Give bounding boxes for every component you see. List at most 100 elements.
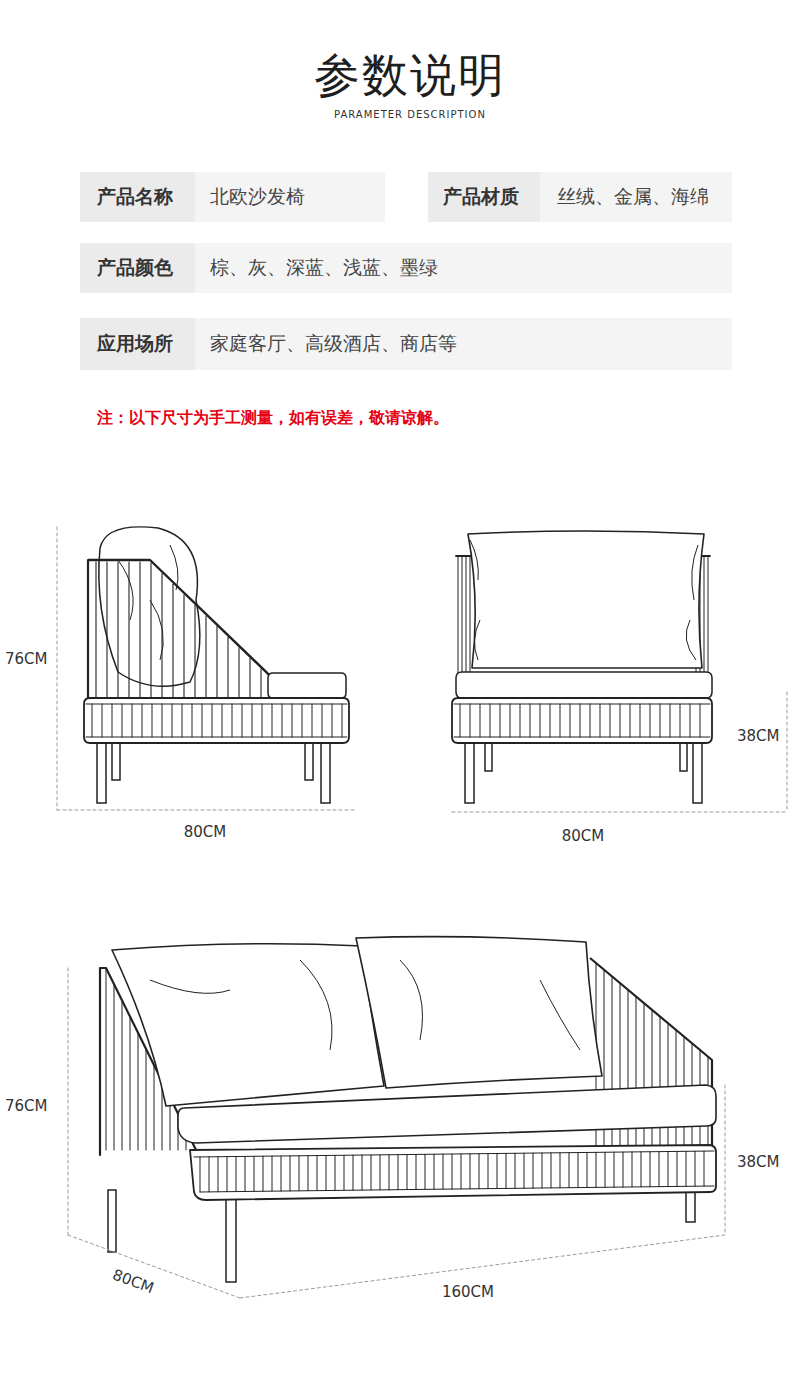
band-slat: [398, 1155, 399, 1190]
band-slat: [142, 704, 143, 737]
table-value: 棕、灰、深蓝、浅蓝、墨绿: [210, 257, 438, 279]
dimension-label: 38CM: [737, 1154, 780, 1171]
band-slat: [660, 704, 661, 737]
frame-bar: [194, 605, 195, 698]
band-slat: [416, 1154, 417, 1189]
frame-line: [200, 1186, 714, 1192]
band-slat: [371, 1155, 372, 1190]
band-slat: [362, 1155, 363, 1190]
band-slat: [112, 704, 113, 737]
frame-rail: [456, 555, 472, 557]
frame-bar: [227, 637, 228, 698]
frame-rail: [88, 560, 290, 695]
band-slat: [245, 1156, 246, 1191]
band-slat: [242, 704, 243, 737]
band-slat: [533, 1153, 534, 1188]
frame-line: [86, 704, 347, 705]
band-slat: [530, 704, 531, 737]
band-slat: [192, 704, 193, 737]
band-slat: [407, 1155, 408, 1190]
band-slat: [668, 1152, 669, 1187]
table-header: 产品颜色: [97, 257, 173, 279]
band-slat: [252, 704, 253, 737]
frame-bar: [652, 1010, 653, 1150]
band-slat: [641, 1152, 642, 1187]
dimension-label: 76CM: [5, 1098, 48, 1115]
frame-bar: [183, 595, 184, 698]
frame-line: [454, 737, 710, 738]
frame-bar: [122, 1000, 123, 1150]
band-slat: [542, 1153, 543, 1188]
dimension-line: [725, 1085, 726, 1235]
band-slat: [596, 1152, 597, 1187]
chair-leg: [108, 1190, 116, 1252]
band-slat: [540, 704, 541, 737]
frame-bar: [130, 1017, 131, 1150]
band-slat: [480, 704, 481, 737]
band-slat: [312, 704, 313, 737]
frame-bar: [249, 658, 250, 698]
band-slat: [520, 704, 521, 737]
dimension-label: 80CM: [562, 828, 605, 845]
band-slat: [162, 704, 163, 737]
band-slat: [272, 704, 273, 737]
band-slat: [500, 704, 501, 737]
band-slat: [218, 1157, 219, 1192]
frame-bar: [95, 562, 96, 698]
band-slat: [578, 1153, 579, 1188]
band-slat: [524, 1153, 525, 1188]
band-slat: [497, 1154, 498, 1189]
frame-bar: [205, 616, 206, 698]
band-slat: [212, 704, 213, 737]
frame-line: [454, 704, 710, 705]
band-slat: [569, 1153, 570, 1188]
band-slat: [551, 1153, 552, 1188]
chair-leg: [97, 743, 106, 803]
table-value: 丝绒、金属、海绵: [557, 186, 709, 208]
band-slat: [389, 1155, 390, 1190]
band-slat: [452, 1154, 453, 1189]
seat-cushion: [268, 673, 346, 698]
pillow-wrinkle: [470, 540, 698, 660]
band-slat: [152, 704, 153, 737]
band-slat: [470, 704, 471, 737]
frame-bar: [139, 562, 140, 698]
page-title: 参数说明: [314, 49, 506, 102]
band-slat: [122, 704, 123, 737]
back-pillow: [99, 527, 200, 686]
band-slat: [580, 704, 581, 737]
table-header-cell: [80, 318, 195, 370]
frame-bar: [216, 627, 217, 698]
table-header: 产品材质: [443, 186, 519, 208]
band-slat: [686, 1151, 687, 1186]
chair-leg: [321, 743, 330, 803]
band-slat: [443, 1154, 444, 1189]
band-slat: [322, 704, 323, 737]
frame-bar: [238, 648, 239, 698]
band-slat: [690, 704, 691, 737]
band-slat: [434, 1154, 435, 1189]
frame-bar: [106, 562, 107, 698]
band-slat: [590, 704, 591, 737]
dimension-line: [68, 968, 69, 1235]
frame-bar: [172, 584, 173, 698]
band-slat: [344, 1155, 345, 1190]
back-pillow: [112, 944, 384, 1106]
chair-leg: [465, 743, 474, 803]
frame-bar: [260, 669, 261, 698]
band-slat: [470, 1154, 471, 1189]
seat-band: [452, 698, 712, 743]
band-slat: [695, 1151, 696, 1186]
chair-leg: [485, 743, 492, 771]
frame-bar: [150, 563, 151, 698]
band-slat: [92, 704, 93, 737]
pillow-wrinkle: [150, 960, 580, 1050]
frame-bar: [106, 968, 107, 1150]
seat-cushion: [456, 672, 712, 698]
band-slat: [659, 1152, 660, 1187]
seat-band: [452, 698, 712, 743]
band-slat: [272, 1156, 273, 1191]
band-slat: [263, 1156, 264, 1191]
band-slat: [332, 704, 333, 737]
band-slat: [488, 1154, 489, 1189]
